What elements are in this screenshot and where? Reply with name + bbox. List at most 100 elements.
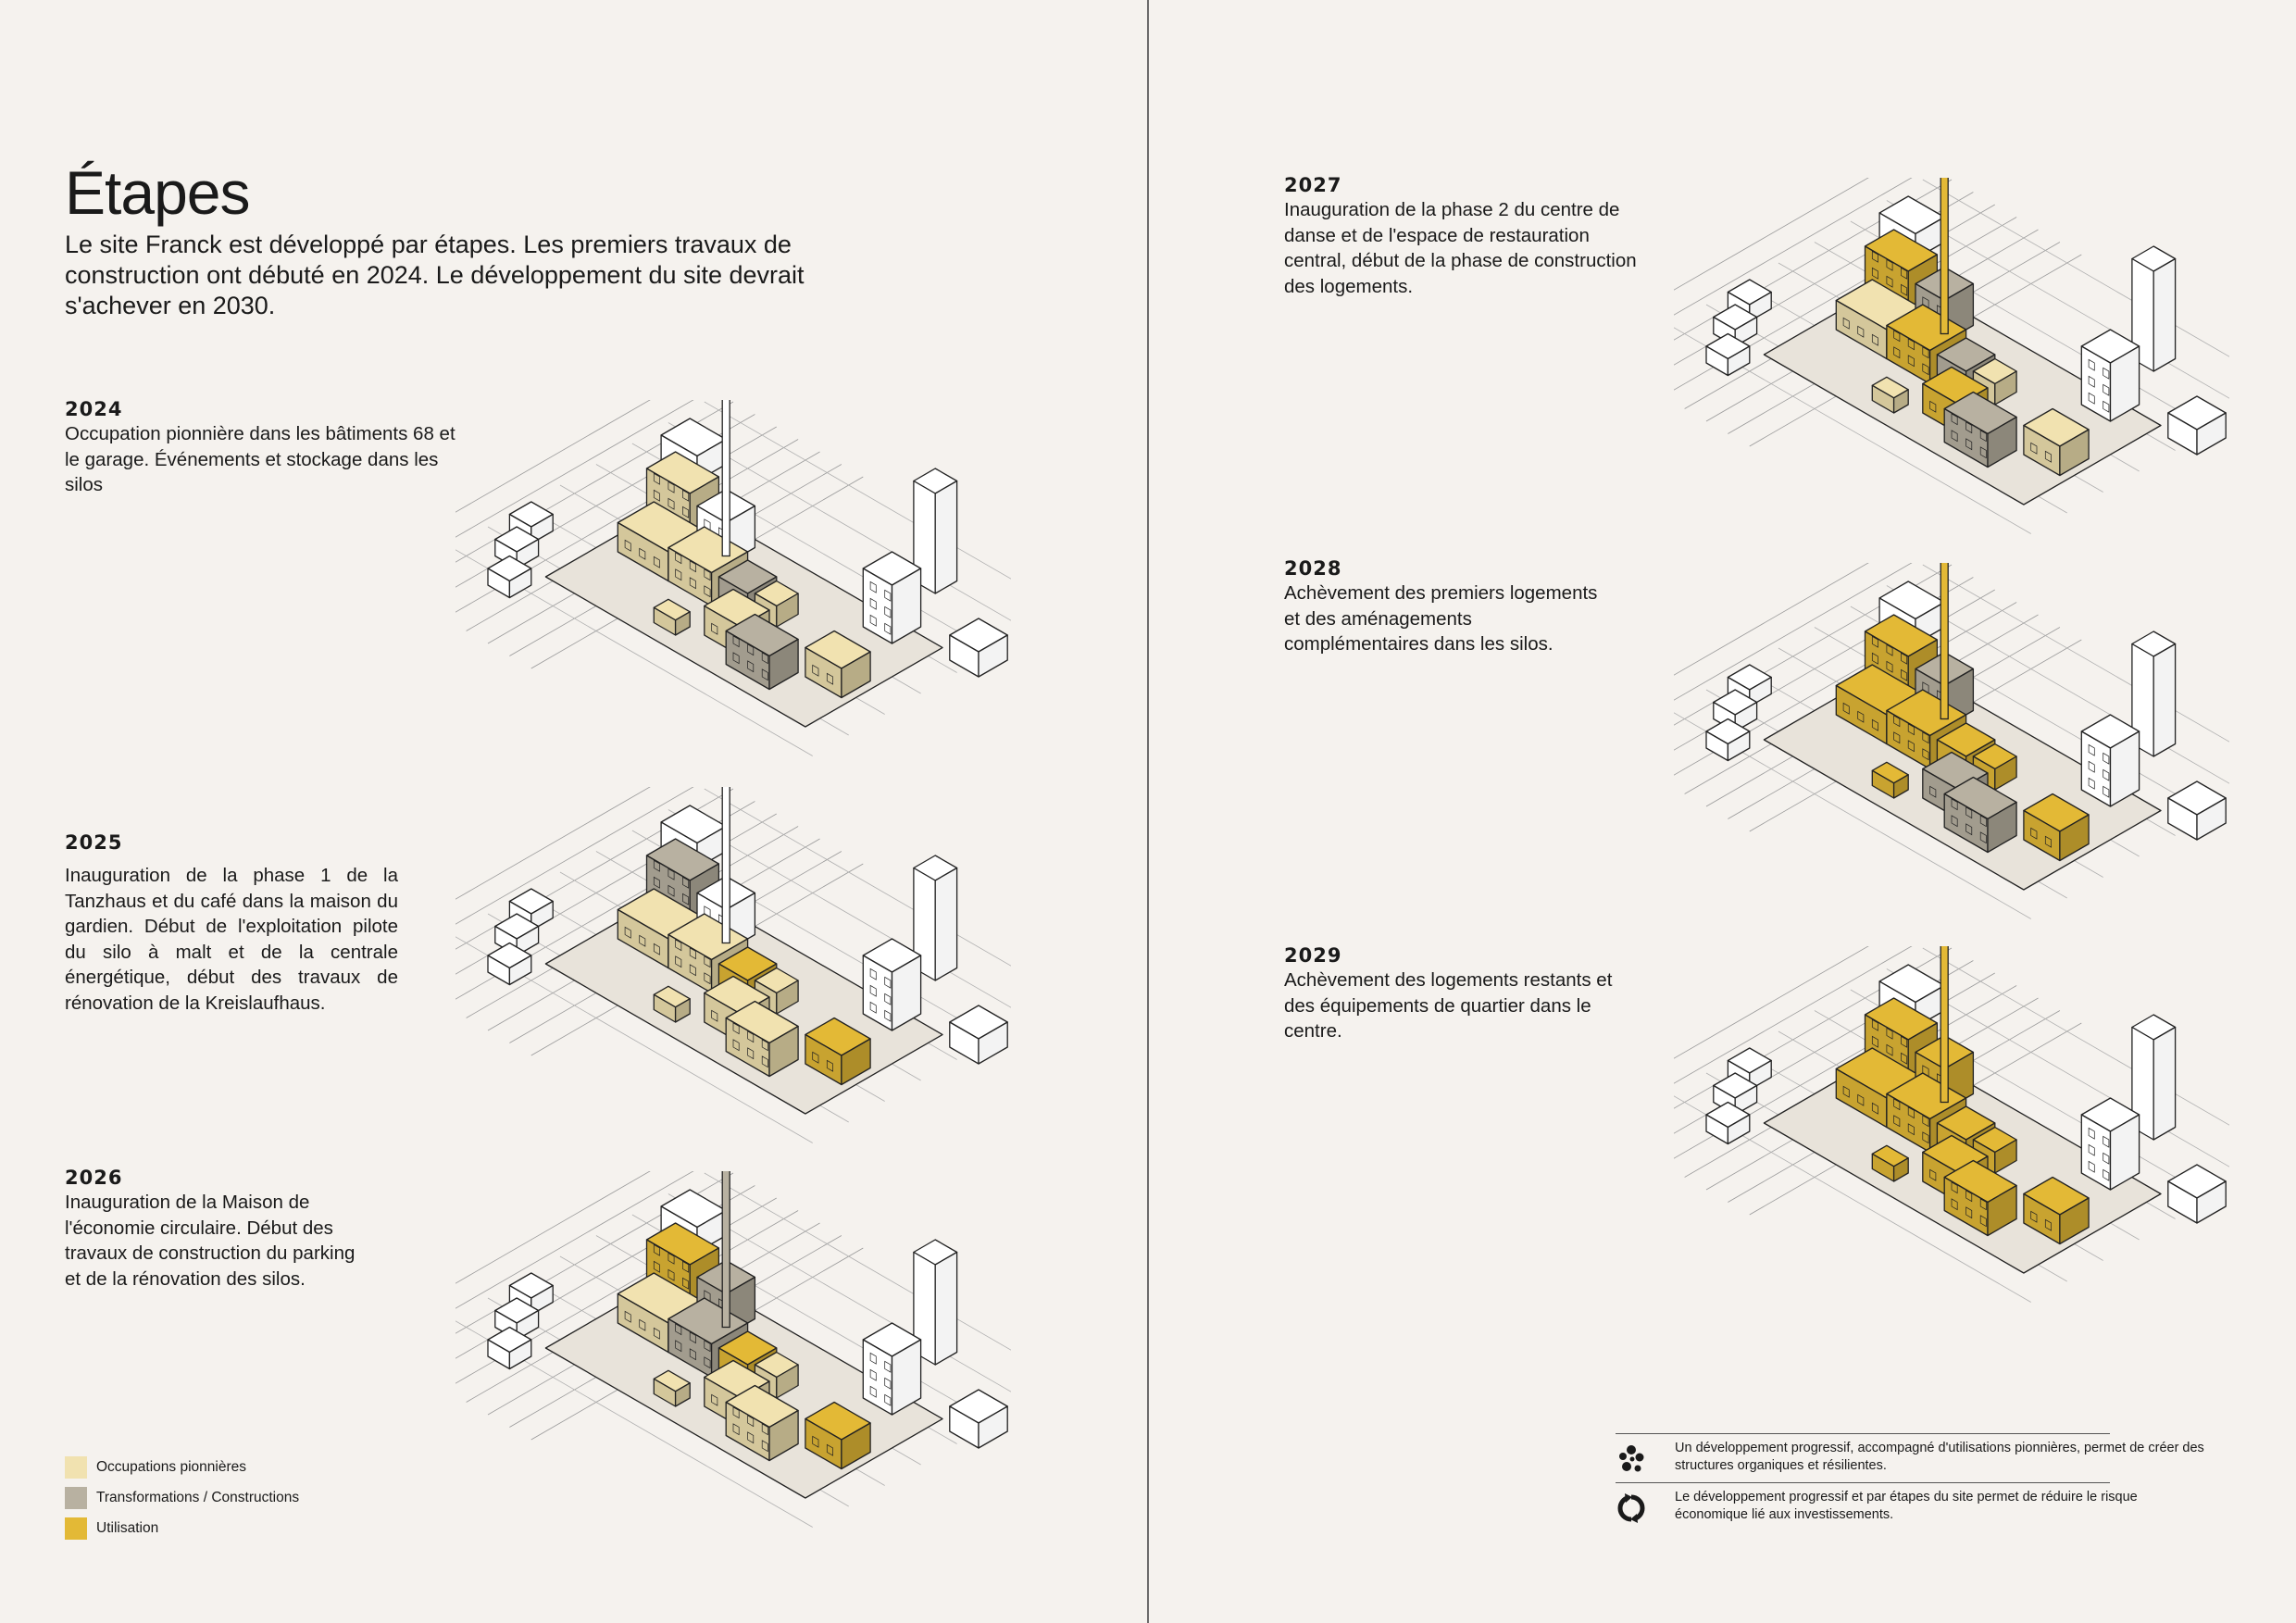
window [682, 1260, 690, 1273]
window [869, 1001, 877, 1014]
window [747, 1030, 755, 1043]
chimney [1940, 178, 1949, 335]
neighbor-house-side [508, 1339, 532, 1370]
isometric-site-svg [455, 787, 1011, 1143]
site-illustration-2026 [455, 1171, 1011, 1537]
tower-mid-side [2109, 345, 2140, 422]
stage-year-2024: 2024 [65, 398, 123, 420]
long-block-b-side [768, 638, 799, 691]
window [1907, 338, 1915, 351]
window [1951, 798, 1958, 811]
street-line [455, 787, 694, 925]
neighbor-house [1713, 304, 1758, 347]
window [732, 1039, 740, 1052]
house-small [653, 598, 691, 636]
neighbor-house-side [1727, 345, 1751, 377]
stage-text-2024: Occupation pionnière dans les bâtiments … [65, 423, 455, 495]
chimney [721, 400, 730, 557]
window [2103, 768, 2110, 781]
window [653, 1260, 660, 1273]
window [826, 1443, 833, 1456]
window [1857, 325, 1865, 338]
legend-item-pioneer: Occupations pionnières [65, 1452, 299, 1482]
tower-mid [862, 1322, 922, 1416]
window [1929, 400, 1937, 413]
legend-swatch-transform [65, 1486, 87, 1509]
window [1857, 1093, 1865, 1106]
legend-swatch-use [65, 1517, 87, 1540]
corner-block [805, 1017, 871, 1086]
window [1965, 823, 1973, 836]
annex-east-side [776, 593, 799, 628]
neighbor-house-side [2196, 412, 2227, 456]
window [1901, 652, 1908, 665]
window [682, 893, 690, 905]
window [732, 1406, 740, 1419]
window [1871, 652, 1878, 665]
chimney [721, 1171, 730, 1329]
window [689, 577, 696, 590]
window [704, 1356, 711, 1369]
window [1871, 635, 1878, 648]
legend-label: Occupations pionnières [96, 1458, 246, 1475]
window [653, 1243, 660, 1256]
window [1907, 723, 1915, 736]
window [1965, 438, 1973, 451]
window [2103, 383, 2110, 396]
window [711, 622, 718, 635]
window [704, 972, 711, 985]
window [639, 547, 646, 560]
window [689, 1331, 696, 1344]
long-block-b [725, 613, 799, 691]
window [1922, 346, 1929, 359]
window [1965, 1206, 1973, 1219]
neighbor-house [2167, 1164, 2227, 1224]
window [2088, 1143, 2095, 1156]
window [668, 1252, 675, 1265]
window [732, 652, 740, 665]
window [1922, 1115, 1929, 1128]
window [1871, 1018, 1878, 1031]
tower-tall [2131, 630, 2177, 757]
house-small [1871, 761, 1909, 799]
window [675, 1323, 682, 1336]
stage-year-2027: 2027 [1284, 174, 1342, 196]
isometric-site-svg [455, 1171, 1011, 1528]
annex-east-side [1994, 370, 2017, 406]
window [1922, 748, 1929, 761]
street-line [455, 1171, 651, 1284]
window [1871, 718, 1878, 731]
window [653, 489, 660, 502]
window [884, 1377, 892, 1390]
window [1907, 1106, 1915, 1119]
window [884, 589, 892, 602]
window [1907, 740, 1915, 753]
window [747, 660, 755, 673]
street-line [1922, 947, 2229, 1126]
street-line [455, 787, 651, 900]
corner-block [2023, 793, 2090, 862]
isometric-site-svg [1674, 563, 2229, 919]
tower-mid [2080, 329, 2140, 422]
isometric-site-svg [1674, 946, 2229, 1303]
window [1979, 430, 1987, 443]
window [2088, 375, 2095, 388]
house-small [653, 1369, 691, 1407]
stage-text-2028: Achèvement des premiers logements et des… [1284, 582, 1598, 655]
window [675, 939, 682, 952]
window [826, 672, 833, 685]
window [2088, 777, 2095, 790]
street-line [1922, 179, 2229, 357]
note-organic: Un développement progressif, accompagné … [1616, 1433, 2204, 1475]
site-illustration-2027 [1674, 178, 2229, 543]
house-small-side [1892, 389, 1909, 414]
window [1842, 702, 1850, 715]
window [1907, 1123, 1915, 1136]
window [884, 993, 892, 1005]
legend-item-transform: Transformations / Constructions [65, 1482, 299, 1513]
window [668, 884, 675, 897]
window [689, 964, 696, 977]
tower-mid-side [891, 1339, 922, 1416]
window [1842, 317, 1850, 330]
window [747, 643, 755, 656]
